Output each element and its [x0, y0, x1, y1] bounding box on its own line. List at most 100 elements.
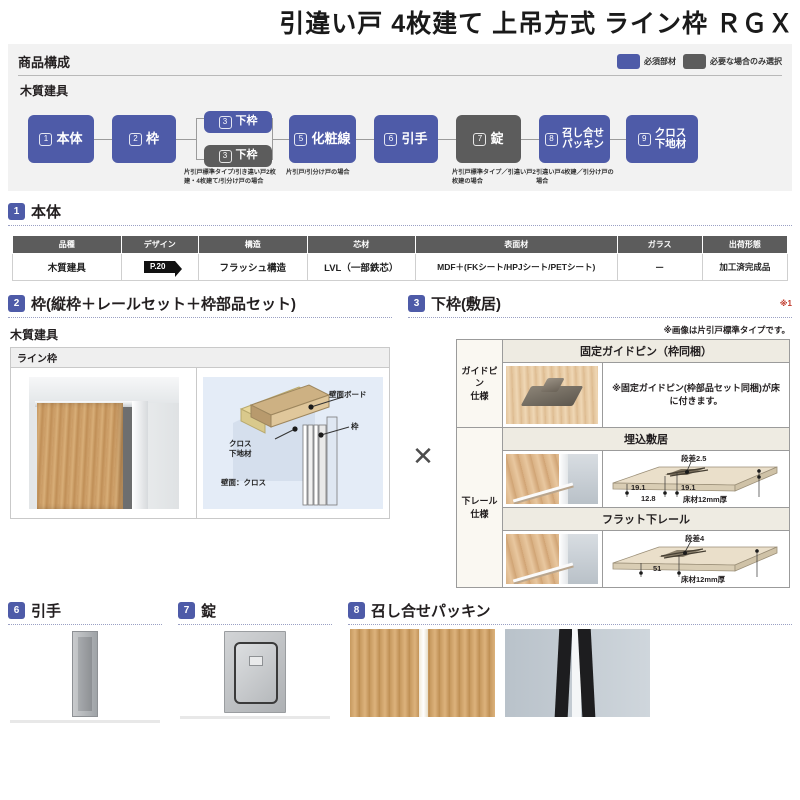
flow-node-label-line1: クロス	[654, 126, 687, 139]
section-2-title: 枠(縦枠＋レールセット＋枠部品セット)	[31, 296, 296, 313]
embedded-sill-svg	[612, 461, 778, 497]
flow-note-lock: 片引戸標準タイプ／引違い戸2枚建の場合	[452, 169, 536, 185]
flow-node-8-packing[interactable]: 8 召し合せ パッキン	[539, 115, 610, 163]
guide-pin-photo	[506, 366, 598, 424]
embedded-sill-header: 埋込敷居	[502, 427, 790, 451]
flow-node-3-lower-frame-required[interactable]: 3 下枠	[204, 111, 272, 133]
flow-node-3-lower-frame-optional[interactable]: 3 下枠	[204, 145, 272, 167]
legend-label-required: 必須部材	[644, 57, 676, 66]
flow-node-label: 本体	[56, 131, 83, 147]
flow-connector	[438, 139, 456, 140]
flow-node-label-line1: 召し合せ	[562, 126, 604, 139]
flow-node-1-body[interactable]: 1 本体	[28, 115, 94, 163]
frame-section-diagram: 壁面ボード 枠 クロス 下地材 壁面：クロス	[203, 377, 383, 509]
section-8: 8 召し合せパッキン	[340, 600, 800, 723]
flow-node-number: 8	[545, 132, 558, 146]
packing-seam-wood	[418, 629, 428, 717]
dim-step-label: 段差4	[685, 534, 705, 543]
dim-left-label: 19.1	[631, 483, 646, 492]
flow-note-lower-frame: 片引戸標準タイプ/引き違い戸2枚建・4枚建て/引分け戸の場合	[184, 169, 276, 185]
section-7-badge: 7	[178, 602, 195, 619]
flow-node-2-frame[interactable]: 2 枠	[112, 115, 176, 163]
dim-floor-label: 床材12mm厚	[681, 575, 726, 584]
dim-right-label: 19.1	[681, 483, 696, 492]
cell-design: P.20	[120, 253, 199, 281]
section-6-photo	[10, 631, 160, 717]
section-7-header: 7 錠	[170, 600, 340, 624]
row-label-line1: 下レール	[461, 496, 498, 507]
section-3-header-col: 3 下枠(敷居) ※1	[400, 293, 800, 318]
section-2-header: 2 枠(縦枠＋レールセット＋枠部品セット)	[0, 293, 400, 317]
legend-item-optional: 必要な場合のみ選択	[683, 54, 782, 69]
embedded-sill-diagram-cell: 段差2.5 19.1 19.1 12.8 床材12mm厚	[602, 450, 790, 508]
packing-photo-gray	[505, 629, 650, 717]
guide-pin-description: ※固定ガイドピン(枠部品セット同梱)が床に付きます。	[602, 362, 790, 428]
section-3-note-mark: ※1	[779, 299, 792, 308]
cell-kouzou: フラッシュ構造	[198, 253, 308, 281]
flow-connector	[176, 139, 196, 140]
bottom-sections: 6 引手 7 錠 8	[0, 600, 800, 723]
table-header-row: 品種 デザイン 構造 芯材 表面材 ガラス 出荷形態	[12, 235, 789, 254]
pull-handle-image	[72, 631, 98, 717]
section-8-badge: 8	[348, 602, 365, 619]
section-8-title: 召し合せパッキン	[371, 603, 491, 620]
composition-subheading: 木質建具	[20, 84, 69, 98]
spec-table: 品種 デザイン 構造 芯材 表面材 ガラス 出荷形態 木質建具 P.20 フラッ…	[12, 235, 789, 281]
page-title: 引違い戸 4枚建て 上吊方式 ライン枠 ＲＧＸ	[279, 10, 794, 38]
frame-diagram-svg	[203, 377, 383, 509]
photo-door-gap	[122, 407, 132, 509]
flow-node-5-trim[interactable]: 5 化粧線	[289, 115, 356, 163]
th-hyoumenzai: 表面材	[415, 235, 618, 254]
section-2-badge: 2	[8, 295, 25, 312]
spec-table-wrapper: 品種 デザイン 構造 芯材 表面材 ガラス 出荷形態 木質建具 P.20 フラッ…	[12, 235, 789, 281]
lock-image	[224, 631, 286, 713]
th-shukka: 出荷形態	[701, 235, 789, 254]
flow-node-label-line2: パッキン	[562, 138, 604, 150]
section-7-photo	[180, 631, 330, 713]
composition-flow: 1 本体 2 枠 3 下枠 3 下枠 片引戸標準タイプ/引き違い戸2枚建・4枚建…	[18, 103, 782, 185]
guide-pin-table: ガイドピン 仕様 固定ガイドピン（枠同梱） ※固定ガイドピン(枠部品セット同梱)…	[456, 339, 790, 588]
flow-node-number: 5	[294, 132, 308, 146]
flow-node-label: 錠	[490, 131, 504, 147]
legend-label-optional: 必要な場合のみ選択	[710, 57, 782, 66]
flat-rail-diagram-cell: 段差4 51 床材12mm厚	[602, 530, 790, 588]
page-header: 引違い戸 4枚建て 上吊方式 ライン枠 ＲＧＸ	[0, 0, 800, 44]
section-3-title: 下枠(敷居)	[431, 296, 501, 313]
section-2-kizai-label: 木質建具	[10, 328, 59, 342]
flow-connector	[94, 139, 112, 140]
flow-node-label-line2: 下地材	[654, 138, 687, 150]
flow-connector	[610, 139, 626, 140]
flat-rail-header: フラット下レール	[502, 507, 790, 531]
flow-node-number: 2	[128, 132, 142, 146]
page-reference-badge[interactable]: P.20	[144, 260, 184, 277]
flat-rail-svg	[612, 540, 778, 577]
flow-node-9-cross-base[interactable]: 9 クロス 下地材	[626, 115, 698, 163]
photo-jamb-panel	[559, 534, 568, 584]
photo-wood-door	[36, 403, 123, 509]
flow-connector	[521, 139, 539, 140]
diagram-label-cross-base-line2: 下地材	[229, 448, 252, 458]
table-row: フラット下レール	[457, 507, 790, 531]
section-7-title: 錠	[201, 603, 217, 620]
section-3-badge: 3	[408, 295, 425, 312]
legend: 必須部材 必要な場合のみ選択	[617, 54, 782, 69]
section-6-badge: 6	[8, 602, 25, 619]
packing-black-strip-left	[554, 629, 573, 717]
section-8-header: 8 召し合せパッキン	[340, 600, 800, 624]
embedded-sill-photo-cell	[502, 450, 603, 508]
multiply-separator-icon: ✕	[412, 440, 434, 471]
flow-node-label: 枠	[145, 131, 159, 147]
photo-jamb-panel	[559, 454, 568, 504]
flow-node-6-pull[interactable]: 6 引手	[374, 115, 438, 163]
dim-floor-label: 床材12mm厚	[683, 495, 728, 504]
section-2-divider	[8, 317, 392, 318]
legend-item-required: 必須部材	[617, 54, 676, 69]
flow-node-7-lock[interactable]: 7 錠	[456, 115, 521, 163]
section-1-header: 1 本体	[0, 201, 800, 225]
sections-2-3-headers: 2 枠(縦枠＋レールセット＋枠部品セット) 3 下枠(敷居) ※1	[0, 293, 800, 318]
th-kouzou: 構造	[198, 235, 308, 254]
flow-node-number: 6	[384, 132, 398, 146]
guide-pin-header: 固定ガイドピン（枠同梱）	[502, 339, 790, 363]
flow-node-label: クロス 下地材	[654, 126, 687, 150]
product-composition-panel: 商品構成 必須部材 必要な場合のみ選択 木質建具	[8, 44, 792, 191]
